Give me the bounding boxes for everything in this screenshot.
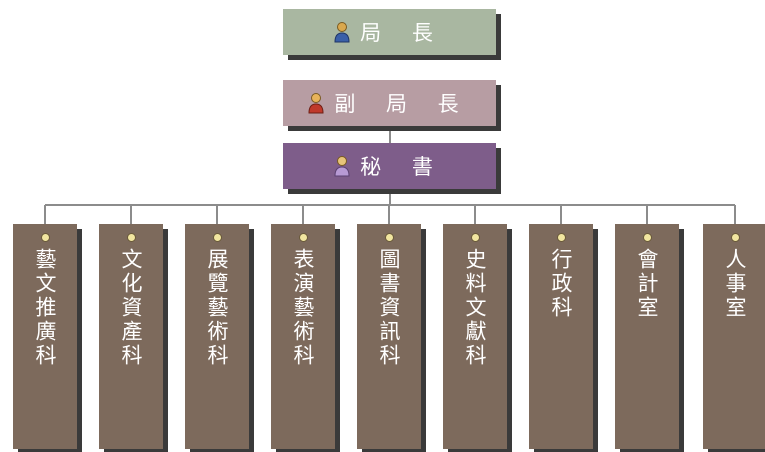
- person-icon: [308, 93, 324, 114]
- director-box[interactable]: 局 長: [283, 9, 496, 55]
- dot-icon: [127, 233, 136, 242]
- dot-icon: [299, 233, 308, 242]
- dept-box-8[interactable]: 會計室: [615, 224, 679, 449]
- dept-box-7[interactable]: 行政科: [529, 224, 593, 449]
- dot-icon: [731, 233, 740, 242]
- dept-label: 人事室: [723, 248, 747, 320]
- secretary-box[interactable]: 秘 書: [283, 143, 496, 189]
- dept-box-6[interactable]: 史料文獻科: [443, 224, 507, 449]
- dept-label: 藝文推廣科: [33, 248, 57, 368]
- dept-label: 行政科: [549, 248, 573, 320]
- dot-icon: [213, 233, 222, 242]
- dot-icon: [643, 233, 652, 242]
- dot-icon: [41, 233, 50, 242]
- dept-box-9[interactable]: 人事室: [703, 224, 765, 449]
- dept-box-5[interactable]: 圖書資訊科: [357, 224, 421, 449]
- dept-label: 文化資產科: [119, 248, 143, 368]
- dept-label: 展覽藝術科: [205, 248, 229, 368]
- person-icon: [334, 156, 350, 177]
- secretary-label: 秘 書: [360, 155, 445, 179]
- dot-icon: [471, 233, 480, 242]
- dept-label: 會計室: [635, 248, 659, 320]
- dept-box-4[interactable]: 表演藝術科: [271, 224, 335, 449]
- dept-label: 史料文獻科: [463, 248, 487, 368]
- person-icon: [334, 22, 350, 43]
- dept-label: 圖書資訊科: [377, 248, 401, 368]
- dept-box-1[interactable]: 藝文推廣科: [13, 224, 77, 449]
- dept-label: 表演藝術科: [291, 248, 315, 368]
- dept-box-2[interactable]: 文化資產科: [99, 224, 163, 449]
- dept-box-3[interactable]: 展覽藝術科: [185, 224, 249, 449]
- dot-icon: [385, 233, 394, 242]
- dot-icon: [557, 233, 566, 242]
- deputy-director-box[interactable]: 副 局 長: [283, 80, 496, 126]
- deputy-director-label: 副 局 長: [334, 92, 471, 116]
- director-label: 局 長: [360, 21, 445, 45]
